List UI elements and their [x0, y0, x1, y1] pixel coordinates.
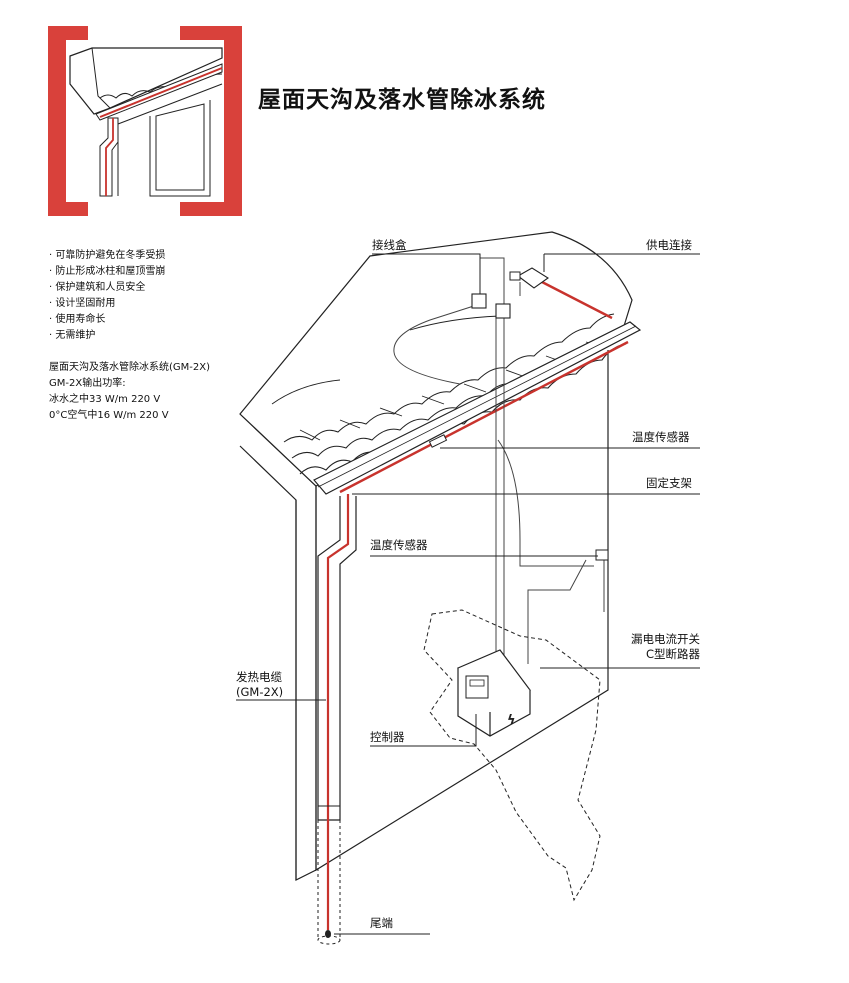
- page-title: 屋面天沟及落水管除冰系统: [258, 87, 546, 113]
- controller-box: [457, 649, 531, 737]
- roof-temp-sensor: [428, 434, 448, 448]
- label-rcd: 漏电电流开关 C型断路器: [606, 632, 700, 662]
- lightning-icon: ϟ: [507, 713, 516, 728]
- label-temp-sensor-roof: 温度传感器: [632, 430, 690, 444]
- label-heating-cable-line1: 发热电缆: [236, 670, 282, 684]
- roof: [239, 231, 633, 487]
- wall-temp-sensor: [595, 549, 609, 561]
- spec-line: GM-2X输出功率:: [49, 378, 126, 389]
- feature-item: 使用寿命长: [49, 312, 165, 328]
- feature-list: 可靠防护避免在冬季受损 防止形成冰柱和屋顶雪崩 保护建筑和人员安全 设计坚固耐用…: [49, 248, 165, 344]
- spec-block: 屋面天沟及落水管除冰系统(GM-2X) GM-2X输出功率: 冰水之中33 W/…: [49, 360, 210, 424]
- label-junction-box: 接线盒: [372, 238, 407, 252]
- downpipe-heating-cable: [326, 494, 350, 930]
- inset-thumbnail: [48, 26, 242, 216]
- power-connector: [509, 267, 549, 289]
- feature-item: 保护建筑和人员安全: [49, 280, 165, 296]
- label-power-connection: 供电连接: [646, 238, 692, 252]
- feature-item: 设计坚固耐用: [49, 296, 165, 312]
- label-end-seal: 尾端: [370, 916, 393, 930]
- spec-line: 0°C空气中16 W/m 220 V: [49, 410, 169, 421]
- label-rcd-line2: C型断路器: [645, 647, 700, 661]
- label-rcd-line1: 漏电电流开关: [631, 632, 700, 646]
- leader-lines: [236, 253, 700, 935]
- ground-cutaway: [423, 609, 601, 902]
- label-controller: 控制器: [370, 730, 405, 744]
- spec-line: 冰水之中33 W/m 220 V: [49, 394, 161, 405]
- feature-item: 防止形成冰柱和屋顶雪崩: [49, 264, 165, 280]
- feature-item: 无需维护: [49, 328, 165, 344]
- wiring: [393, 257, 605, 664]
- gutter: [313, 321, 642, 495]
- gutter-heating-cable: [339, 340, 629, 494]
- downpipe: [317, 494, 357, 945]
- end-seal: [325, 930, 331, 938]
- label-heating-cable: 发热电缆 (GM-2X): [236, 670, 283, 700]
- roof-cable: [541, 280, 613, 320]
- spec-line: 屋面天沟及落水管除冰系统(GM-2X): [49, 362, 211, 373]
- label-bracket: 固定支架: [646, 476, 692, 490]
- label-heating-cable-line2: (GM-2X): [236, 685, 284, 699]
- label-temp-sensor-wall: 温度传感器: [370, 538, 428, 552]
- junction-boxes: [471, 293, 511, 319]
- feature-item: 可靠防护避免在冬季受损: [49, 248, 165, 264]
